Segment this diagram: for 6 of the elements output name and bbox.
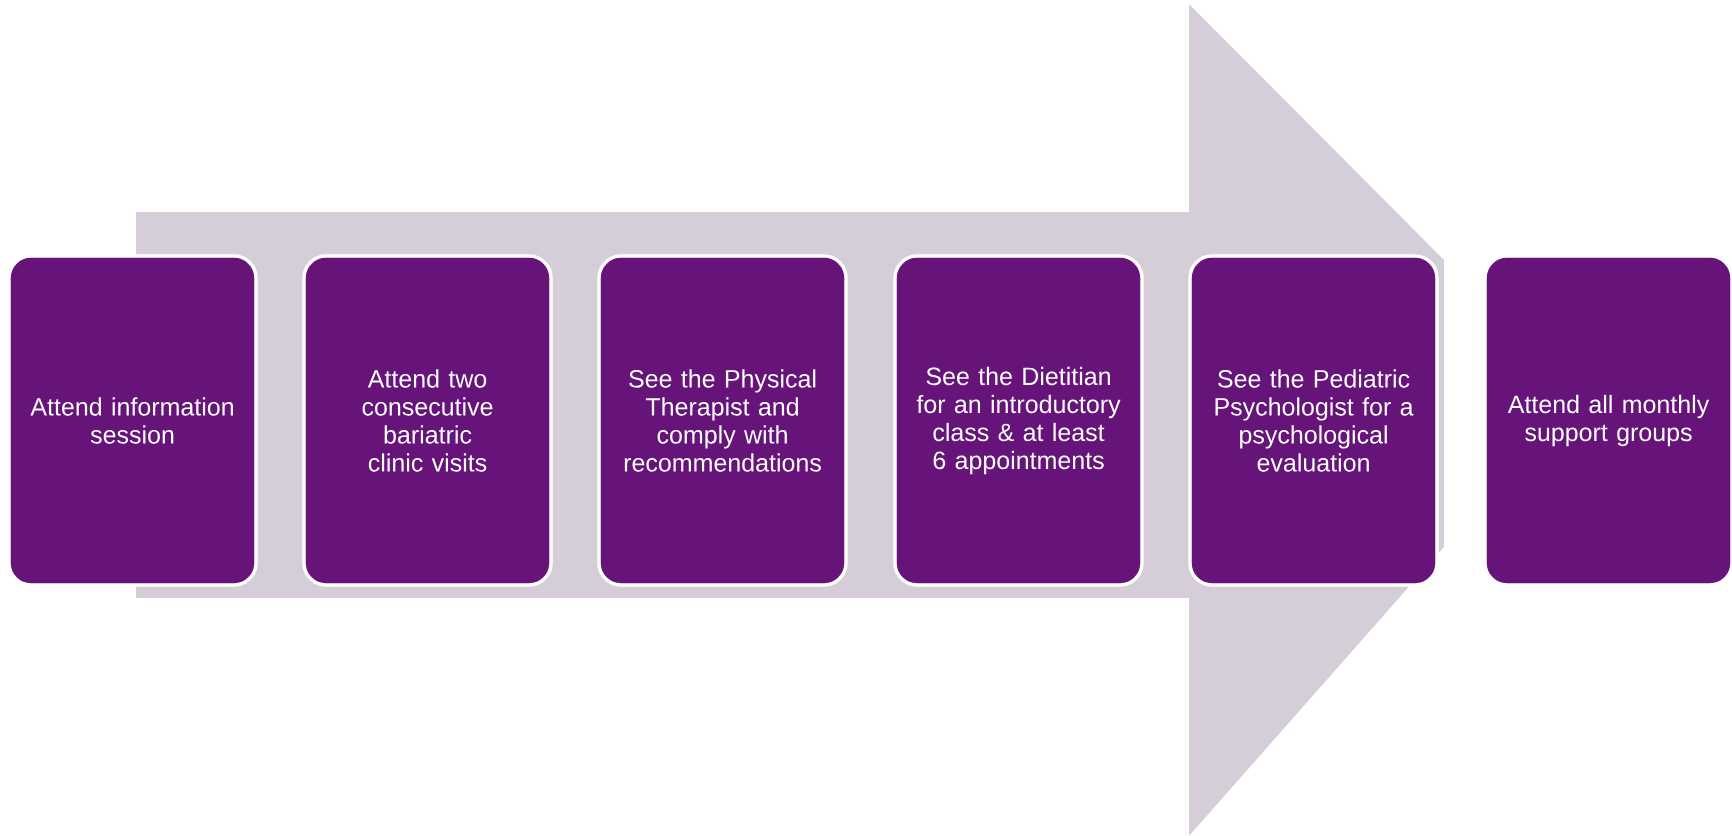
step-box: Attend information session bbox=[7, 254, 258, 587]
step-box: Attend all monthly support groups bbox=[1483, 254, 1732, 587]
step-box: See the Pediatric Psychologist for a psychological evaluation bbox=[1188, 254, 1439, 587]
step-box: See the Physical Therapist and comply with recommendations bbox=[597, 254, 848, 587]
step-box: See the Dietitian for an introductory class & at least 6 appointments bbox=[893, 254, 1144, 587]
step-box: Attend two consecutive bariatric clinic visits bbox=[302, 254, 553, 587]
